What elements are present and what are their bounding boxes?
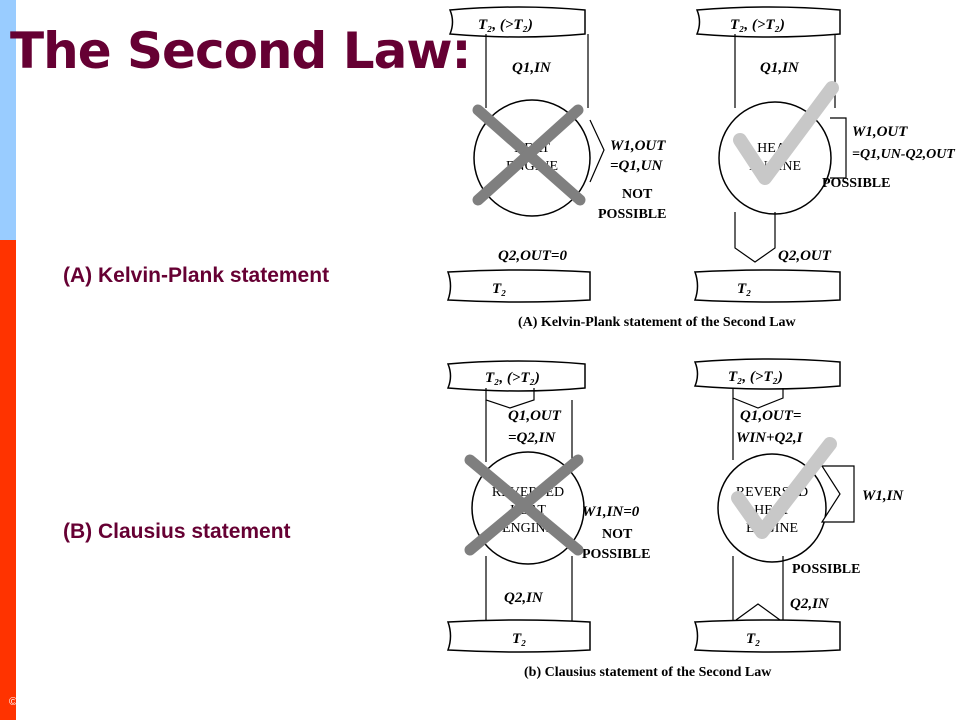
statement-a-heading: (A) Kelvin-Plank statement — [63, 264, 330, 287]
hot-reservoir — [695, 6, 841, 38]
cold-reservoir — [693, 269, 841, 303]
kp-possible-engine: T₂, (>T₂) Q1,IN HEAT ENGINE W1,OUT =Q1,U… — [693, 6, 956, 303]
cross-mark-icon — [472, 104, 586, 206]
cold-reservoir — [693, 619, 841, 653]
heat-in-label: Q1,IN — [512, 60, 552, 76]
verdict-label-2: POSSIBLE — [582, 547, 650, 562]
statement-b-heading: (B) Clausius statement — [63, 520, 291, 543]
cl-impossible-engine: T₂, (>T₂) Q1,OUT =Q2,IN REVERSED HEAT EN… — [446, 360, 650, 653]
work-in-label: W1,IN=0 — [582, 504, 640, 520]
heat-out-label: Q2,OUT=0 — [498, 248, 567, 264]
work-out-label-1: W1,OUT — [852, 124, 908, 140]
heat-in-label: Q1,IN — [760, 60, 800, 76]
checkmark-icon — [731, 437, 837, 539]
cold-reservoir — [446, 269, 591, 303]
cold-reservoir — [446, 619, 591, 653]
heat-in-label: Q2,IN — [504, 590, 544, 606]
cross-mark-icon — [464, 454, 584, 556]
checkmark-icon — [733, 81, 839, 185]
heat-out-label-2: =Q2,IN — [508, 430, 556, 446]
hot-reservoir-label: T₂, (>T₂) — [730, 17, 785, 33]
verdict-label-1: NOT — [602, 527, 633, 542]
clausius-diagram: T₂, (>T₂) Q1,OUT =Q2,IN REVERSED HEAT EN… — [446, 358, 904, 680]
heat-out-label-2: WIN+Q2,I — [736, 430, 804, 446]
hot-reservoir — [446, 360, 586, 392]
verdict-label-2: POSSIBLE — [598, 207, 666, 222]
heat-in-label: Q2,IN — [790, 596, 830, 612]
kp-impossible-engine: T₂, (>T₂) Q1,IN HEAT ENGINE W1,OUT =Q1,U… — [446, 6, 666, 303]
slide-title: The Second Law: — [10, 22, 472, 80]
copyright-mark: © — [9, 696, 18, 708]
work-in-label: W1,IN — [862, 488, 904, 504]
hot-reservoir — [448, 6, 586, 38]
cold-reservoir-label: T₂ — [737, 281, 751, 297]
verdict-label-1: NOT — [622, 187, 653, 202]
cold-reservoir-label: T₂ — [746, 631, 760, 647]
hot-reservoir-label: T₂, (>T₂) — [478, 17, 533, 33]
heat-out-label-1: Q1,OUT — [508, 408, 562, 424]
verdict-label: POSSIBLE — [822, 176, 890, 191]
work-out-label-2: =Q1,UN-Q2,OUT — [852, 147, 956, 162]
cold-reservoir-label: T₂ — [492, 281, 506, 297]
work-out-label-2: =Q1,UN — [610, 158, 663, 174]
kelvin-plank-diagram: T₂, (>T₂) Q1,IN HEAT ENGINE W1,OUT =Q1,U… — [446, 6, 956, 330]
diagram-b-caption: (b) Clausius statement of the Second Law — [524, 665, 772, 680]
accent-bar-top — [0, 0, 16, 240]
heat-out-label: Q2,OUT — [778, 248, 832, 264]
accent-bar-bottom — [0, 240, 16, 720]
hot-reservoir — [693, 358, 841, 390]
cold-reservoir-label: T₂ — [512, 631, 526, 647]
hot-reservoir-label: T₂, (>T₂) — [485, 370, 540, 386]
cl-possible-engine: T₂, (>T₂) Q1,OUT= WIN+Q2,I N REVERSED HE… — [693, 358, 904, 653]
work-out-label-1: W1,OUT — [610, 138, 666, 154]
heat-out-label-1: Q1,OUT= — [740, 408, 801, 424]
diagram-a-caption: (A) Kelvin-Plank statement of the Second… — [518, 315, 797, 330]
verdict-label: POSSIBLE — [792, 562, 860, 577]
hot-reservoir-label: T₂, (>T₂) — [728, 369, 783, 385]
